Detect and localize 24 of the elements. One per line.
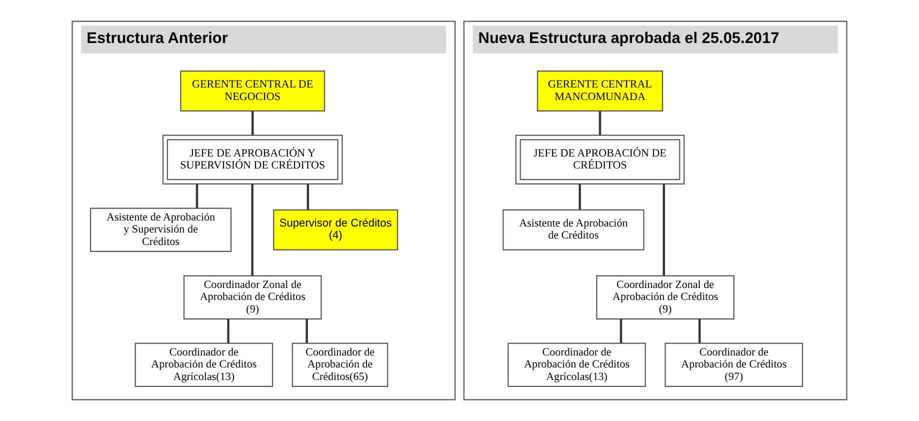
node-box: JEFE DE APROBACIÓN DE CRÉDITOS [515,134,685,184]
connector [227,319,230,344]
connector [306,184,310,210]
connector [306,319,308,344]
node-box: JEFE DE APROBACIÓN Y SUPERVISIÓN DE CRÉDITOS [162,134,343,184]
connector [662,184,665,276]
node-box: Asistente de Aprobación de Créditos [502,209,644,250]
node-box: GERENTE CENTRAL MANCOMUNADA [536,70,664,112]
connector [578,184,581,210]
node-box: Coordinador Zonal de Aprobación de Créditos (9) [596,275,734,320]
connector [698,319,701,344]
node-box: Coordinador de Aprobación de Créditos (97) [664,342,804,387]
connector [598,111,602,135]
connector [620,319,622,344]
node-box: Coordinador de Aprobación de Créditos(65) [292,342,388,387]
node-box: Asistente de Aprobación y Supervisión de Créditos [90,208,232,252]
node-box: Coordinador de Aprobación de Créditos Agrícolas(13) [134,342,274,387]
node-box: Coordinador de Aprobación de Créditos Agrícolas(13) [508,342,646,387]
node-box: GERENTE CENTRAL DE NEGOCIOS [180,70,326,112]
connector [196,184,198,208]
connector [251,184,254,276]
connector [252,111,254,135]
node-box: Supervisor de Créditos (4) [273,209,398,250]
node-box: Coordinador Zonal de Aprobación de Créditos (9) [183,275,322,320]
